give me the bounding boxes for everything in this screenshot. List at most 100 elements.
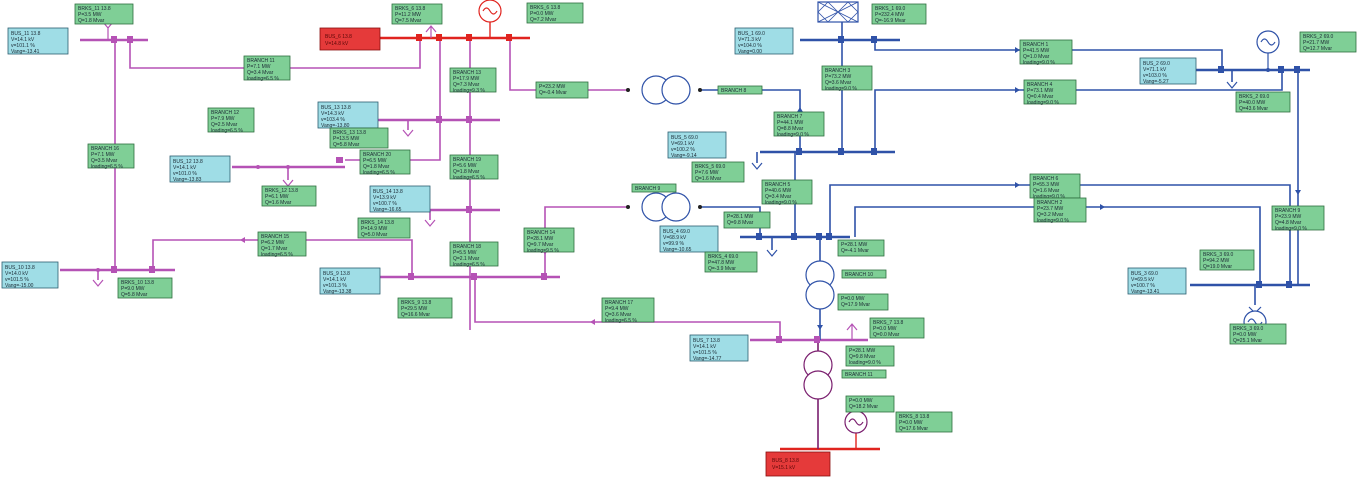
svg-text:BUS_7 13.8V=14.1 kVv=101.5 %: BUS_7 13.8V=14.1 kVv=101.5 %Vang=-14.77	[693, 338, 722, 362]
svg-text:BRKS_7 13.8P=0.0 MWQ=0.0 Mvar: BRKS_7 13.8P=0.0 MWQ=0.0 Mvar	[873, 320, 904, 338]
svg-text:BRANCH 10: BRANCH 10	[845, 272, 873, 278]
svg-text:BUS_5 69.0V=69.1 kVv=100.2 %: BUS_5 69.0V=69.1 kVv=100.2 %Vang=-9.14	[671, 135, 698, 159]
svg-text:BUS_11 13.8V=14.1 kVv=101.1 %: BUS_11 13.8V=14.1 kVv=101.1 %Vang=-13.41	[11, 31, 41, 55]
breakers	[111, 34, 1300, 343]
load-arrow-icon[interactable]	[766, 249, 778, 257]
svg-text:BUS_12 13.8V=14.1 kVv=101.0 %: BUS_12 13.8V=14.1 kVv=101.0 %Vang=-13.83	[173, 159, 203, 183]
load-arrow-icon[interactable]	[424, 219, 436, 227]
load-arrow-icon[interactable]	[1226, 81, 1238, 89]
load-arrow-icon[interactable]	[846, 323, 858, 340]
transformer-icon[interactable]	[641, 75, 691, 105]
generators	[478, 0, 1280, 434]
generator-icon[interactable]	[478, 0, 502, 23]
external-grid-icon[interactable]	[817, 1, 859, 23]
svg-text:BRKS_2 69.0P=21.7 MWQ=12.7 Mv: BRKS_2 69.0P=21.7 MWQ=12.7 Mvar	[1303, 34, 1334, 52]
svg-text:P=23.2 MWQ=-0.4 Mvar: P=23.2 MWQ=-0.4 Mvar	[539, 84, 567, 96]
load-arrow-icon[interactable]	[402, 129, 414, 137]
transformer-tag[interactable]: BRANCH 9	[631, 183, 677, 193]
load-arrow-icon[interactable]	[282, 179, 294, 187]
svg-text:BRANCH 9: BRANCH 9	[635, 186, 661, 192]
svg-text:BRKS_11 13.8P=3.5 MWQ=1.8 Mva: BRKS_11 13.8P=3.5 MWQ=1.8 Mvar	[78, 6, 111, 24]
generator-icon[interactable]	[1256, 30, 1280, 70]
transformer-icon[interactable]	[641, 192, 691, 222]
svg-text:BRKS_14 13.8P=14.9 MWQ=5.0 Mv: BRKS_14 13.8P=14.9 MWQ=5.0 Mvar	[361, 220, 394, 238]
svg-text:BRKS_3 69.0P=94.2 MWQ=19.0 Mv: BRKS_3 69.0P=94.2 MWQ=19.0 Mvar	[1203, 252, 1234, 270]
load-arrow-icon[interactable]	[92, 279, 104, 287]
generator-icon[interactable]	[844, 410, 868, 434]
svg-text:BUS_2 69.0V=71.1 kVv=103.0 %: BUS_2 69.0V=71.1 kVv=103.0 %Vang=-5.27	[1143, 61, 1170, 85]
transformer-tag[interactable]: BRANCH 11	[841, 369, 887, 379]
transformer-tag[interactable]: BRANCH 8	[717, 85, 763, 95]
load-arrow-icon[interactable]	[425, 25, 437, 38]
svg-text:P=0.0 MWQ=18.2 Mvar: P=0.0 MWQ=18.2 Mvar	[849, 398, 878, 410]
transformer-icon[interactable]	[803, 350, 833, 400]
transformer-tag[interactable]: BRANCH 10	[841, 269, 887, 279]
transformer-icon[interactable]	[805, 260, 835, 310]
load-arrow-icon[interactable]	[751, 162, 763, 170]
